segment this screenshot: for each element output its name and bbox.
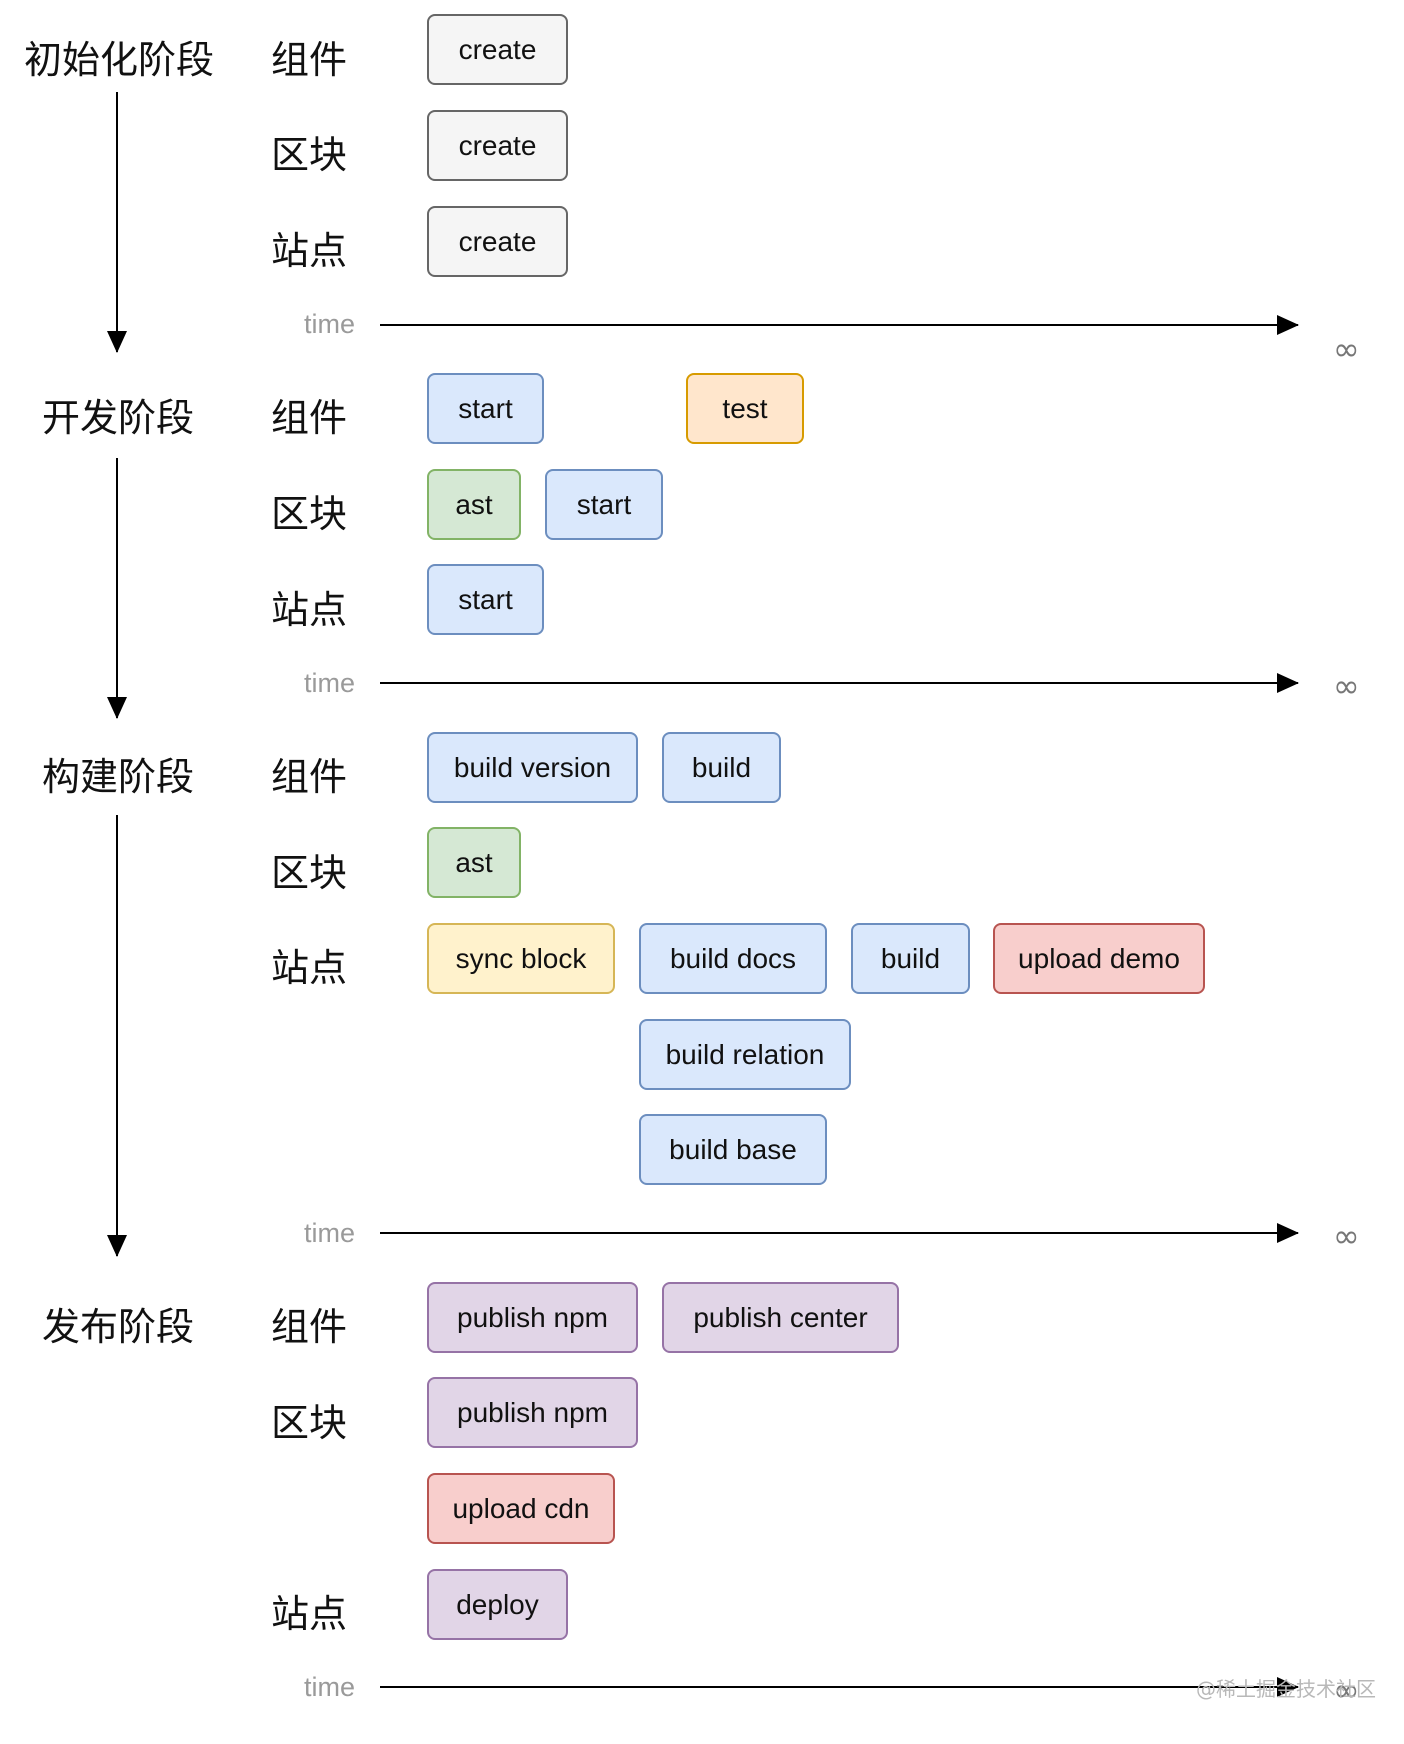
- row-label: 区块: [271, 133, 348, 177]
- row-label: 站点: [271, 946, 348, 990]
- time-axis-label: time: [304, 309, 356, 339]
- task-box: build docs: [639, 923, 827, 994]
- task-box: create: [427, 206, 568, 277]
- task-box: create: [427, 110, 568, 181]
- time-axis-label: time: [304, 1218, 356, 1248]
- phase-label-init: 初始化阶段: [24, 38, 215, 82]
- row-label: 组件: [271, 755, 348, 799]
- row-label: 区块: [271, 851, 348, 895]
- infinity-label: ∞: [1333, 330, 1360, 368]
- row-label: 站点: [271, 588, 348, 632]
- phase-label-publish: 发布阶段: [42, 1305, 195, 1349]
- task-box: build version: [427, 732, 638, 803]
- task-box: build: [851, 923, 970, 994]
- task-box: build: [662, 732, 781, 803]
- task-box: create: [427, 14, 568, 85]
- task-box: ast: [427, 827, 521, 898]
- row-label: 组件: [271, 1305, 348, 1349]
- task-box: build base: [639, 1114, 827, 1185]
- row-label: 区块: [271, 492, 348, 536]
- task-box: start: [427, 373, 544, 444]
- task-box: deploy: [427, 1569, 568, 1640]
- task-box: publish npm: [427, 1282, 638, 1353]
- infinity-label: ∞: [1333, 667, 1360, 705]
- phase-label-build: 构建阶段: [42, 755, 195, 799]
- time-axis-label: time: [304, 668, 356, 698]
- row-label: 站点: [271, 229, 348, 273]
- task-box: upload cdn: [427, 1473, 615, 1544]
- task-box: sync block: [427, 923, 615, 994]
- task-box: publish npm: [427, 1377, 638, 1448]
- task-box: upload demo: [993, 923, 1205, 994]
- infinity-label: ∞: [1333, 1671, 1360, 1709]
- row-label: 站点: [271, 1592, 348, 1636]
- time-axis-label: time: [304, 1672, 356, 1702]
- task-box: start: [545, 469, 663, 540]
- row-label: 组件: [271, 396, 348, 440]
- watermark: @稀土掘金技术社区: [1196, 1677, 1376, 1701]
- row-label: 组件: [271, 38, 348, 82]
- infinity-label: ∞: [1333, 1217, 1360, 1255]
- task-box: build relation: [639, 1019, 851, 1090]
- task-box: publish center: [662, 1282, 899, 1353]
- task-box: test: [686, 373, 804, 444]
- task-box: ast: [427, 469, 521, 540]
- phase-label-dev: 开发阶段: [42, 396, 195, 440]
- task-box: start: [427, 564, 544, 635]
- row-label: 区块: [271, 1401, 348, 1445]
